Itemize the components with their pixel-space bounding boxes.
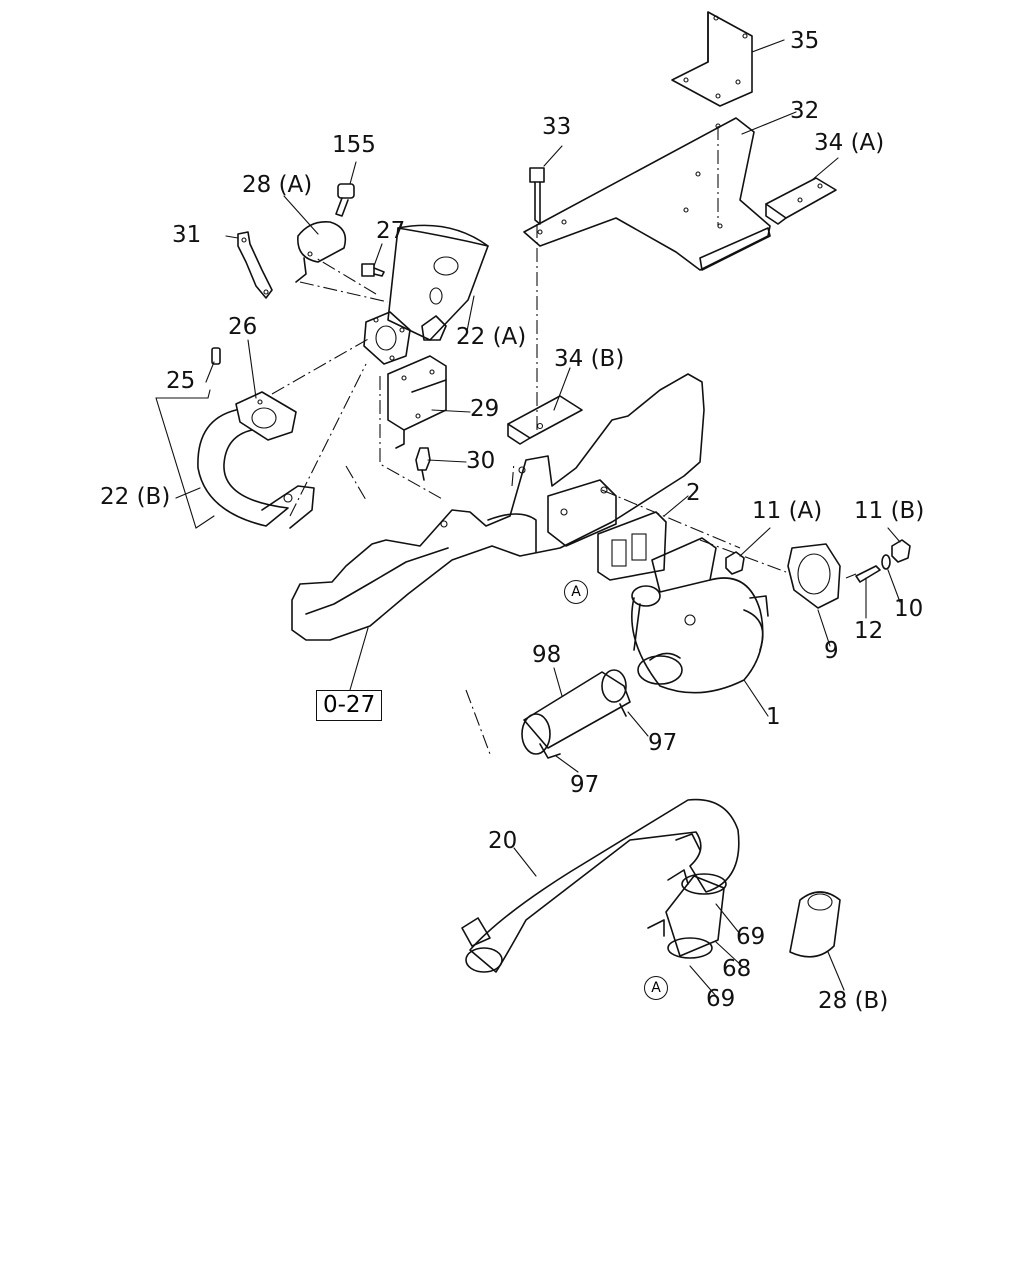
callout-11b: 11 (B) <box>854 498 925 524</box>
bolt-33 <box>529 167 545 430</box>
pipe-22a <box>387 224 489 341</box>
callout-10: 10 <box>894 596 924 622</box>
callout-35: 35 <box>790 28 820 54</box>
clamp-97-upper <box>619 703 627 717</box>
flange-22a <box>363 311 411 365</box>
nut-11b <box>891 539 911 563</box>
clamp-69-upper <box>667 869 689 885</box>
callout-22b: 22 (B) <box>100 484 171 510</box>
callout-31: 31 <box>172 222 202 248</box>
stud-12 <box>855 565 881 583</box>
callout-25: 25 <box>166 368 196 394</box>
callout-34a: 34 (A) <box>814 130 885 156</box>
bracket-34a <box>765 177 837 225</box>
flange-26 <box>235 391 297 441</box>
gasket-2 <box>597 511 667 581</box>
pipe-22b <box>197 409 315 529</box>
callout-155: 155 <box>332 132 376 158</box>
clamp-28a <box>295 220 347 283</box>
gasket-9 <box>787 543 841 609</box>
pin-25 <box>211 347 221 365</box>
clamp-69-lower <box>647 919 665 937</box>
exhaust-manifold <box>291 373 705 641</box>
callout-1: 1 <box>766 704 781 730</box>
callout-22a: 22 (A) <box>456 324 527 350</box>
sleeve-28b <box>789 891 841 958</box>
bolt-30 <box>415 447 431 481</box>
bolt-155 <box>335 183 355 217</box>
callout-12: 12 <box>854 618 884 644</box>
callout-9: 9 <box>824 638 839 664</box>
manifold-outlet-flange <box>547 479 617 547</box>
callout-68: 68 <box>722 956 752 982</box>
bolt-27 <box>361 263 385 277</box>
plate-32 <box>523 117 771 271</box>
marker-a-lower: A <box>644 976 668 1000</box>
callout-33: 33 <box>542 114 572 140</box>
hose-68 <box>665 873 727 959</box>
callout-29: 29 <box>470 396 500 422</box>
bracket-29 <box>387 355 447 449</box>
reference-box-0-27[interactable]: 0-27 <box>316 690 383 722</box>
marker-a-upper: A <box>564 580 588 604</box>
callout-26: 26 <box>228 314 258 340</box>
callout-32: 32 <box>790 98 820 124</box>
nut-11a <box>725 551 745 575</box>
callout-2: 2 <box>686 480 701 506</box>
callout-69-lower: 69 <box>706 986 736 1012</box>
callout-28a: 28 (A) <box>242 172 313 198</box>
callout-34b: 34 (B) <box>554 346 625 372</box>
callout-98: 98 <box>532 642 562 668</box>
leader-lines <box>175 39 901 997</box>
connector-lines <box>271 257 857 755</box>
callout-11a: 11 (A) <box>752 498 823 524</box>
callout-28b: 28 (B) <box>818 988 889 1014</box>
callout-97-upper: 97 <box>648 730 678 756</box>
callout-69-upper: 69 <box>736 924 766 950</box>
turbocharger-1 <box>631 537 769 694</box>
callout-97-lower: 97 <box>570 772 600 798</box>
callout-20: 20 <box>488 828 518 854</box>
tube-98 <box>521 669 631 755</box>
washer-10 <box>881 554 891 570</box>
bracket-22b-lines <box>155 389 215 529</box>
clamp-97-lower <box>539 743 561 759</box>
pipe-20 <box>461 798 740 973</box>
bracket-35 <box>671 11 753 107</box>
callout-30: 30 <box>466 448 496 474</box>
bracket-34b <box>507 395 583 445</box>
strap-31 <box>237 231 273 299</box>
callout-27: 27 <box>376 218 406 244</box>
